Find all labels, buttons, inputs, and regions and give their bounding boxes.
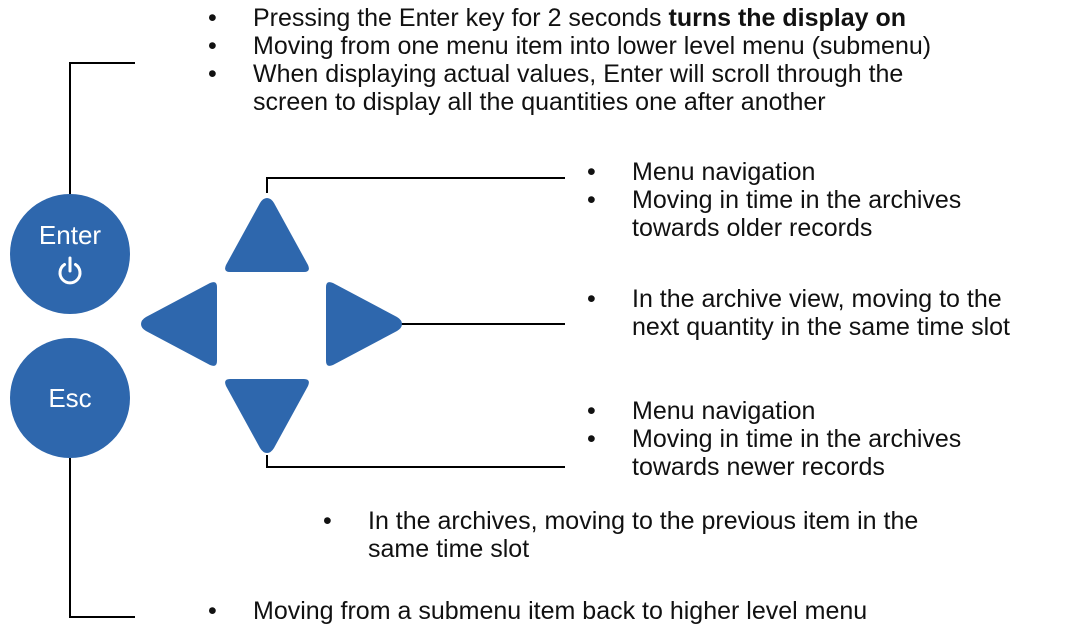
arrow-down-icon (225, 379, 309, 453)
enter-connector-line (69, 62, 135, 194)
arrow-left-button[interactable] (137, 279, 221, 369)
arrow-left-icon (141, 282, 217, 366)
right-item1-line1: In the archive view, moving to the (632, 285, 1002, 313)
up-annotation-list: Menu navigation Moving in time in the ar… (587, 158, 961, 242)
power-icon (58, 256, 82, 285)
arrow-up-icon (225, 198, 309, 272)
down-item2-line1: Moving in time in the archives (632, 425, 962, 453)
enter-annotation-list: Pressing the Enter key for 2 seconds tur… (208, 4, 931, 116)
up-connector-line (266, 177, 565, 193)
enter-button[interactable]: Enter (10, 194, 130, 314)
esc-item1-text: Moving from a submenu item back to highe… (253, 597, 868, 625)
enter-annotation-item: Pressing the Enter key for 2 seconds tur… (208, 4, 931, 32)
up-annotation-item: Menu navigation (587, 158, 961, 186)
arrow-up-button[interactable] (222, 192, 312, 276)
arrow-down-button[interactable] (222, 375, 312, 459)
right-item1-line2: next quantity in the same time slot (632, 313, 1010, 341)
enter-item1-text: Pressing the Enter key for 2 seconds (253, 4, 669, 32)
esc-annotation-item: Moving from a submenu item back to highe… (208, 597, 867, 625)
down-annotation-item: Menu navigation (587, 397, 961, 425)
esc-annotation-list: Moving from a submenu item back to highe… (208, 597, 867, 625)
enter-item3-line1: When displaying actual values, Enter wil… (253, 60, 904, 88)
arrow-right-icon (326, 282, 402, 366)
left-item1-line1: In the archives, moving to the previous … (368, 507, 919, 535)
left-item1-line2: same time slot (368, 535, 530, 563)
enter-button-label: Enter (38, 220, 102, 250)
up-item2-line1: Moving in time in the archives (632, 186, 962, 214)
up-item2-line2: towards older records (632, 214, 873, 242)
enter-item3-line2: screen to display all the quantities one… (253, 88, 826, 116)
left-annotation-item: In the archives, moving to the previous … (323, 507, 918, 563)
down-item2-line2: towards newer records (632, 453, 885, 481)
down-connector-line (266, 455, 565, 468)
esc-button-label: Esc (48, 383, 92, 413)
left-annotation-list: In the archives, moving to the previous … (323, 507, 918, 563)
enter-annotation-item: When displaying actual values, Enter wil… (208, 60, 931, 116)
enter-item2-text: Moving from one menu item into lower lev… (253, 32, 932, 60)
enter-annotation-item: Moving from one menu item into lower lev… (208, 32, 931, 60)
up-item1-text: Menu navigation (632, 158, 816, 186)
down-annotation-list: Menu navigation Moving in time in the ar… (587, 397, 961, 481)
esc-connector-line (69, 458, 135, 618)
esc-button[interactable]: Esc (10, 338, 130, 458)
enter-item1-bold: turns the display on (668, 4, 907, 32)
down-item1-text: Menu navigation (632, 397, 816, 425)
arrow-right-button[interactable] (322, 279, 406, 369)
